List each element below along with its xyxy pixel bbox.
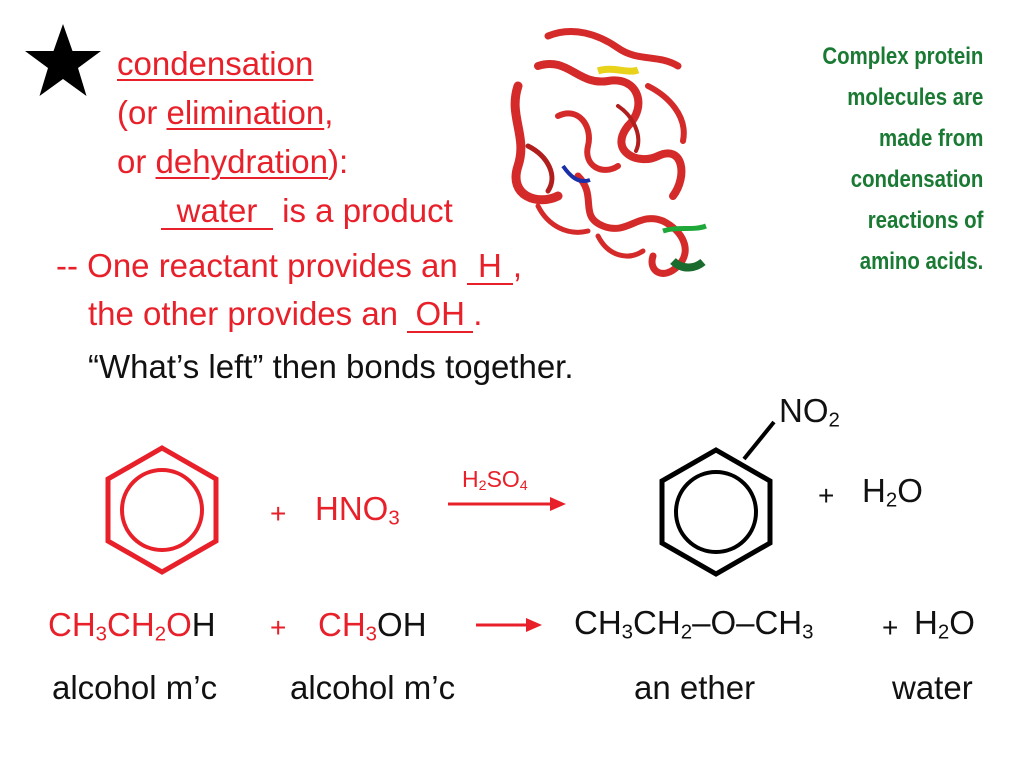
no2-group: NO2 bbox=[779, 392, 840, 432]
catalyst-label: H2SO4 bbox=[462, 466, 528, 495]
term-dehydration: dehydration bbox=[155, 143, 328, 180]
hno3-formula: HNO3 bbox=[315, 490, 400, 530]
methanol-formula: CH3OH bbox=[318, 606, 427, 646]
benzene-ring-reactant bbox=[105, 445, 219, 575]
label-alcohol-2: alcohol m’c bbox=[290, 669, 456, 706]
rule-line-2: the other provides an OH. bbox=[88, 295, 483, 333]
label-ether: an ether bbox=[634, 669, 756, 706]
plus-product2: + bbox=[882, 612, 899, 643]
plus-product1: + bbox=[818, 480, 835, 511]
nitrobenzene-ring-product bbox=[659, 420, 776, 577]
protein-ribbon-image bbox=[510, 28, 707, 277]
reaction-arrow-1 bbox=[448, 497, 566, 511]
term-elimination: elimination bbox=[166, 94, 325, 131]
oh-blank: OH bbox=[407, 297, 474, 333]
plus-reaction2: + bbox=[270, 612, 287, 643]
label-water: water bbox=[892, 669, 973, 706]
water-product2: H2O bbox=[914, 604, 975, 644]
protein-side-note: Complex protein molecules are made from … bbox=[822, 43, 983, 275]
rule-line-1: -- One reactant provides an H, bbox=[56, 247, 523, 285]
term-condensation: condensation bbox=[117, 45, 314, 82]
ether-formula: CH3CH2–O–CH3 bbox=[574, 604, 814, 644]
star-icon bbox=[25, 24, 101, 96]
definition-block: condensation (or elimination, or dehydra… bbox=[117, 45, 453, 230]
plus-reaction1: + bbox=[270, 498, 287, 529]
reaction-arrow-2 bbox=[476, 618, 542, 632]
ethanol-formula: CH3CH2OH bbox=[48, 606, 216, 646]
rule-line-3: “What’s left” then bonds together. bbox=[88, 348, 574, 385]
water-product1: H2O bbox=[862, 472, 923, 512]
h-blank: H bbox=[466, 249, 513, 285]
water-blank: water bbox=[161, 194, 273, 230]
label-alcohol-1: alcohol m’c bbox=[52, 669, 218, 706]
